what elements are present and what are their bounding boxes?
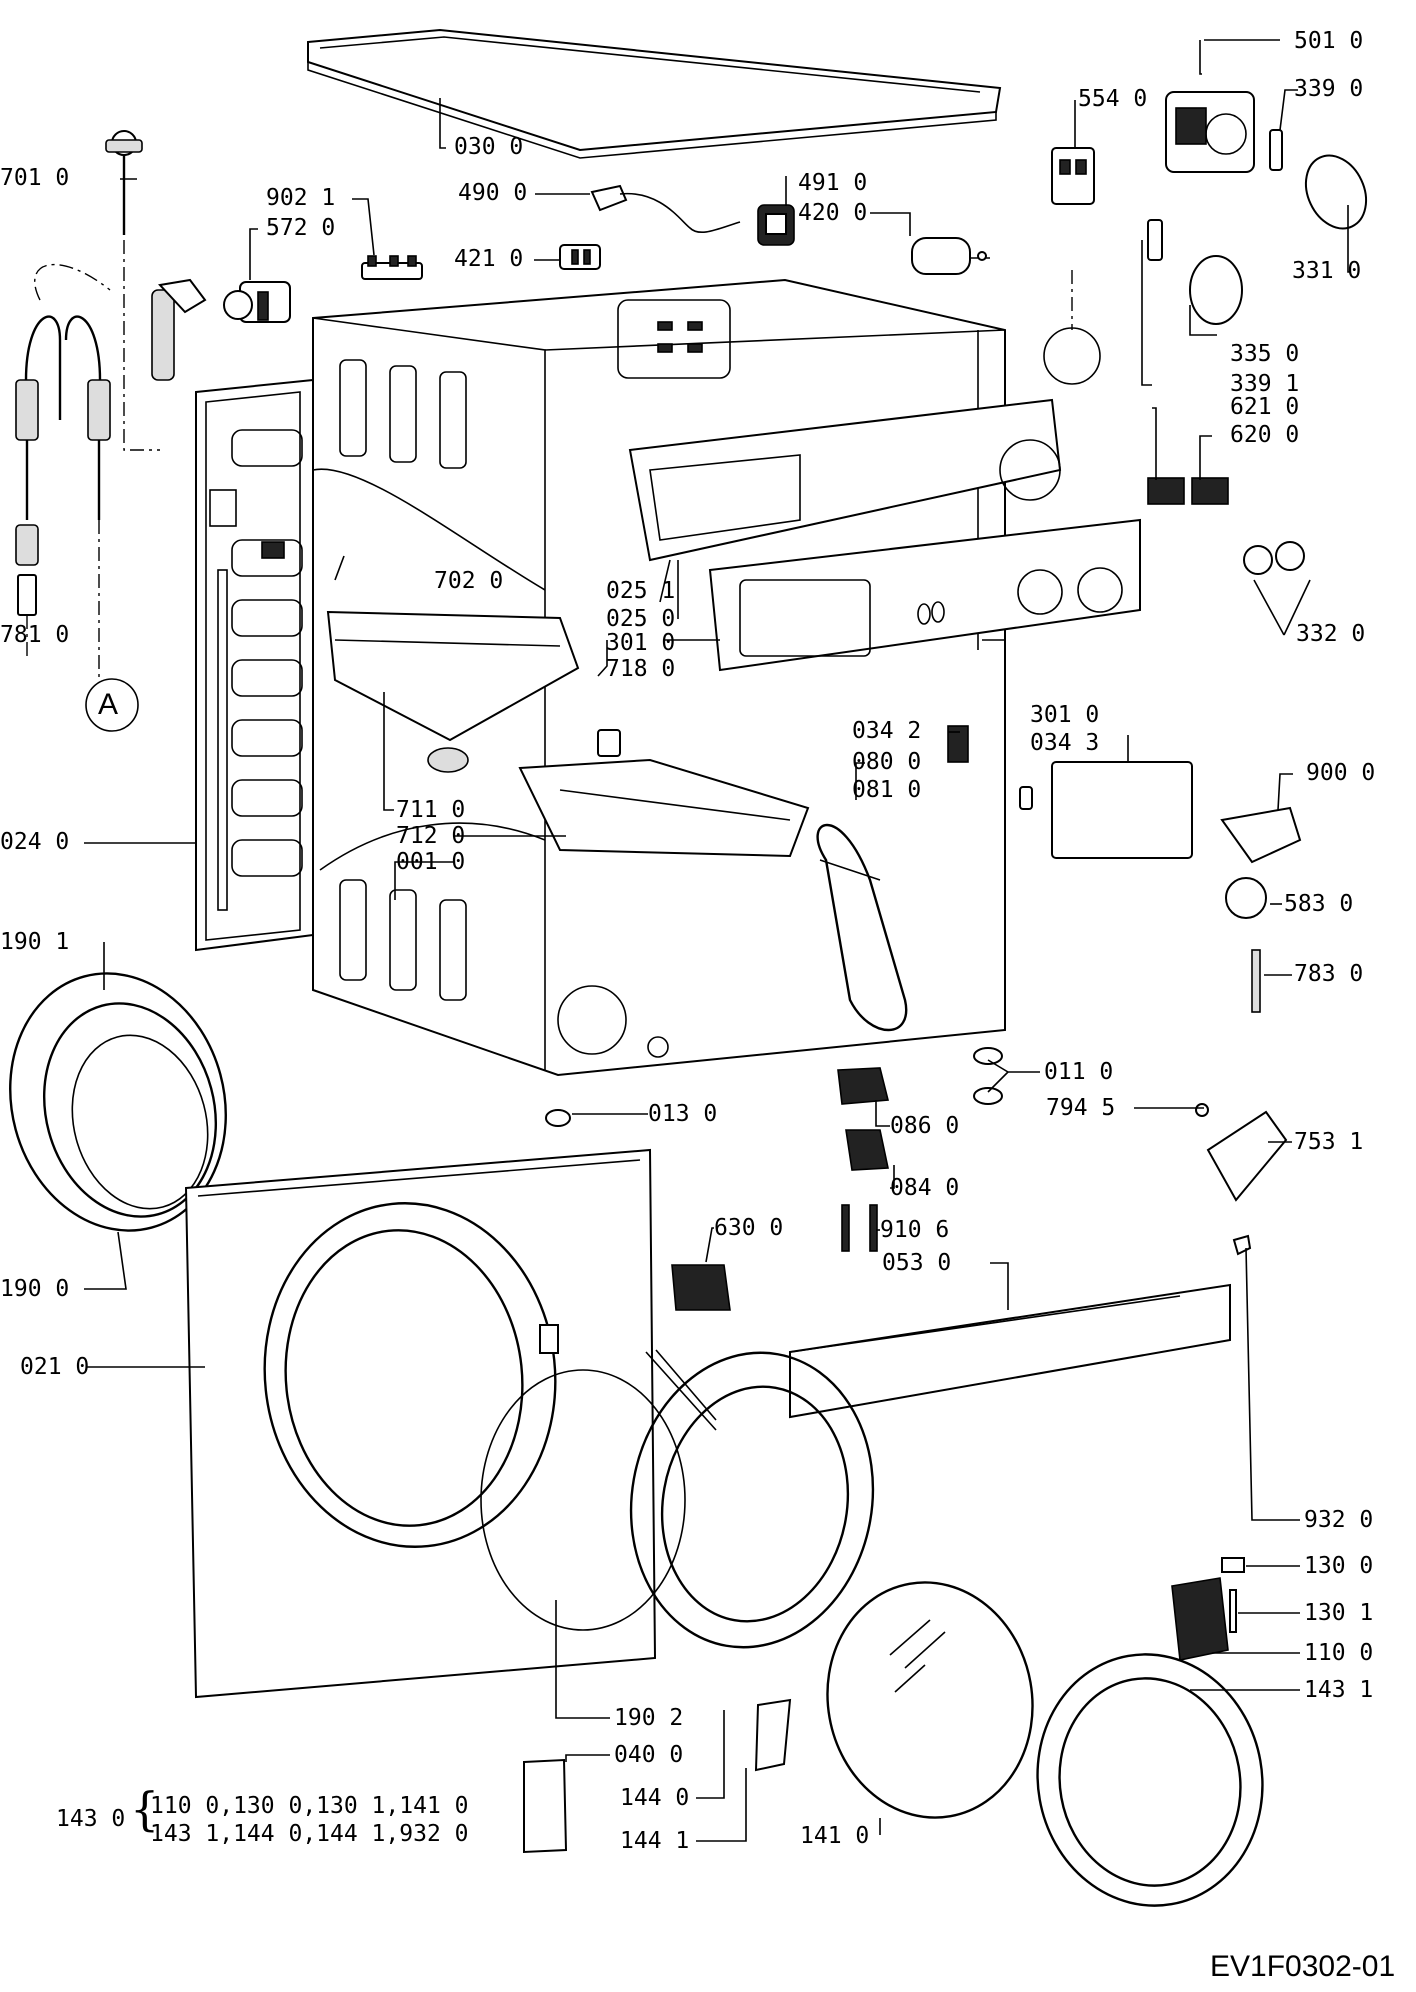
part-label-620-0: 620 0 bbox=[1230, 422, 1300, 448]
part-label-718-0: 718 0 bbox=[606, 656, 676, 682]
part-label-110-0: 110 0 bbox=[1304, 1640, 1374, 1666]
part-label-030-0: 030 0 bbox=[454, 134, 524, 160]
kit-contents-line-2: 143 1,144 0,144 1,932 0 bbox=[150, 1821, 469, 1847]
door-gasket-ring bbox=[816, 823, 908, 1032]
part-label-190-2: 190 2 bbox=[614, 1705, 684, 1731]
part-label-902-1: 902 1 bbox=[266, 185, 336, 211]
part-label-040-0: 040 0 bbox=[614, 1742, 684, 1768]
detergent-dispenser bbox=[326, 610, 810, 858]
terminal-block bbox=[361, 255, 423, 280]
door-glass bbox=[826, 1581, 1034, 1819]
part-label-910-6: 910 6 bbox=[880, 1217, 950, 1243]
part-label-701-0: 701 0 bbox=[0, 165, 70, 191]
leader-lines bbox=[84, 39, 1350, 1842]
part-label-583-0: 583 0 bbox=[1284, 891, 1354, 917]
part-label-335-0: 335 0 bbox=[1230, 341, 1300, 367]
part-label-130-0: 130 0 bbox=[1304, 1553, 1374, 1579]
part-label-421-0: 421 0 bbox=[454, 246, 524, 272]
door-seal-ring bbox=[9, 972, 227, 1232]
part-label-339-0: 339 0 bbox=[1294, 76, 1364, 102]
part-label-013-0: 013 0 bbox=[648, 1101, 718, 1127]
part-label-190-1: 190 1 bbox=[0, 929, 70, 955]
part-label-702-0: 702 0 bbox=[434, 568, 504, 594]
part-label-190-0: 190 0 bbox=[0, 1276, 70, 1302]
part-label-301-0-button: 301 0 bbox=[1030, 702, 1100, 728]
part-label-053-0: 053 0 bbox=[882, 1250, 952, 1276]
part-label-141-0: 141 0 bbox=[800, 1823, 870, 1849]
part-label-932-0: 932 0 bbox=[1304, 1507, 1374, 1533]
part-label-572-0: 572 0 bbox=[266, 215, 336, 241]
inlet-hose-assembly bbox=[15, 130, 160, 732]
part-label-080-0: 080 0 bbox=[852, 749, 922, 775]
inlet-valve bbox=[151, 278, 291, 381]
part-label-339-1: 339 1 bbox=[1230, 371, 1300, 397]
mains-cable bbox=[559, 184, 741, 270]
part-label-420-0: 420 0 bbox=[798, 200, 868, 226]
part-label-621-0: 621 0 bbox=[1230, 394, 1300, 420]
kit-label-143-0: 143 0 bbox=[56, 1806, 126, 1832]
part-label-332-0: 332 0 bbox=[1296, 621, 1366, 647]
timer-and-switches bbox=[1043, 91, 1368, 575]
filter-and-capacitor bbox=[757, 204, 990, 275]
part-label-711-0: 711 0 bbox=[396, 797, 466, 823]
top-cover bbox=[307, 28, 1002, 159]
part-label-143-1: 143 1 bbox=[1304, 1677, 1374, 1703]
part-label-144-0: 144 0 bbox=[620, 1785, 690, 1811]
kit-brace: { bbox=[130, 1782, 160, 1836]
part-label-001-0: 001 0 bbox=[396, 849, 466, 875]
plinth bbox=[789, 1283, 1231, 1419]
connector-marker-a: A bbox=[98, 688, 119, 721]
part-label-630-0: 630 0 bbox=[714, 1215, 784, 1241]
part-label-501-0: 501 0 bbox=[1294, 28, 1364, 54]
part-label-025-1: 025 1 bbox=[606, 578, 676, 604]
part-label-781-0: 781 0 bbox=[0, 622, 70, 648]
part-label-144-1: 144 1 bbox=[620, 1828, 690, 1854]
part-label-034-2: 034 2 bbox=[852, 718, 922, 744]
outer-door-ring bbox=[1036, 1653, 1264, 1907]
part-label-086-0: 086 0 bbox=[890, 1113, 960, 1139]
part-label-331-0: 331 0 bbox=[1292, 258, 1362, 284]
drawing-code: EV1F0302-01 bbox=[1210, 1950, 1396, 1983]
part-label-021-0: 021 0 bbox=[20, 1354, 90, 1380]
pressure-switch-and-feet bbox=[545, 806, 1302, 1202]
part-label-753-1: 753 1 bbox=[1294, 1129, 1364, 1155]
part-label-025-0: 025 0 bbox=[606, 606, 676, 632]
control-panel bbox=[628, 398, 1193, 859]
part-label-034-3: 034 3 bbox=[1030, 730, 1100, 756]
part-label-554-0: 554 0 bbox=[1078, 86, 1148, 112]
part-label-794-5: 794 5 bbox=[1046, 1095, 1116, 1121]
part-label-490-0: 490 0 bbox=[458, 180, 528, 206]
part-label-301-0-panel: 301 0 bbox=[606, 630, 676, 656]
part-label-081-0: 081 0 bbox=[852, 777, 922, 803]
door-frame-ring bbox=[480, 1351, 875, 1649]
part-label-712-0: 712 0 bbox=[396, 823, 466, 849]
hinges-and-screws bbox=[671, 1067, 890, 1311]
part-label-130-1: 130 1 bbox=[1304, 1600, 1374, 1626]
kit-contents-line-1: 110 0,130 0,130 1,141 0 bbox=[150, 1793, 469, 1819]
part-label-491-0: 491 0 bbox=[798, 170, 868, 196]
side-panel bbox=[195, 378, 314, 952]
part-label-783-0: 783 0 bbox=[1294, 961, 1364, 987]
door-handle-parts bbox=[523, 1234, 1252, 1854]
front-panel bbox=[184, 1148, 717, 1699]
part-label-900-0: 900 0 bbox=[1306, 760, 1376, 786]
part-label-011-0: 011 0 bbox=[1044, 1059, 1114, 1085]
part-label-024-0: 024 0 bbox=[0, 829, 70, 855]
part-label-084-0: 084 0 bbox=[890, 1175, 960, 1201]
